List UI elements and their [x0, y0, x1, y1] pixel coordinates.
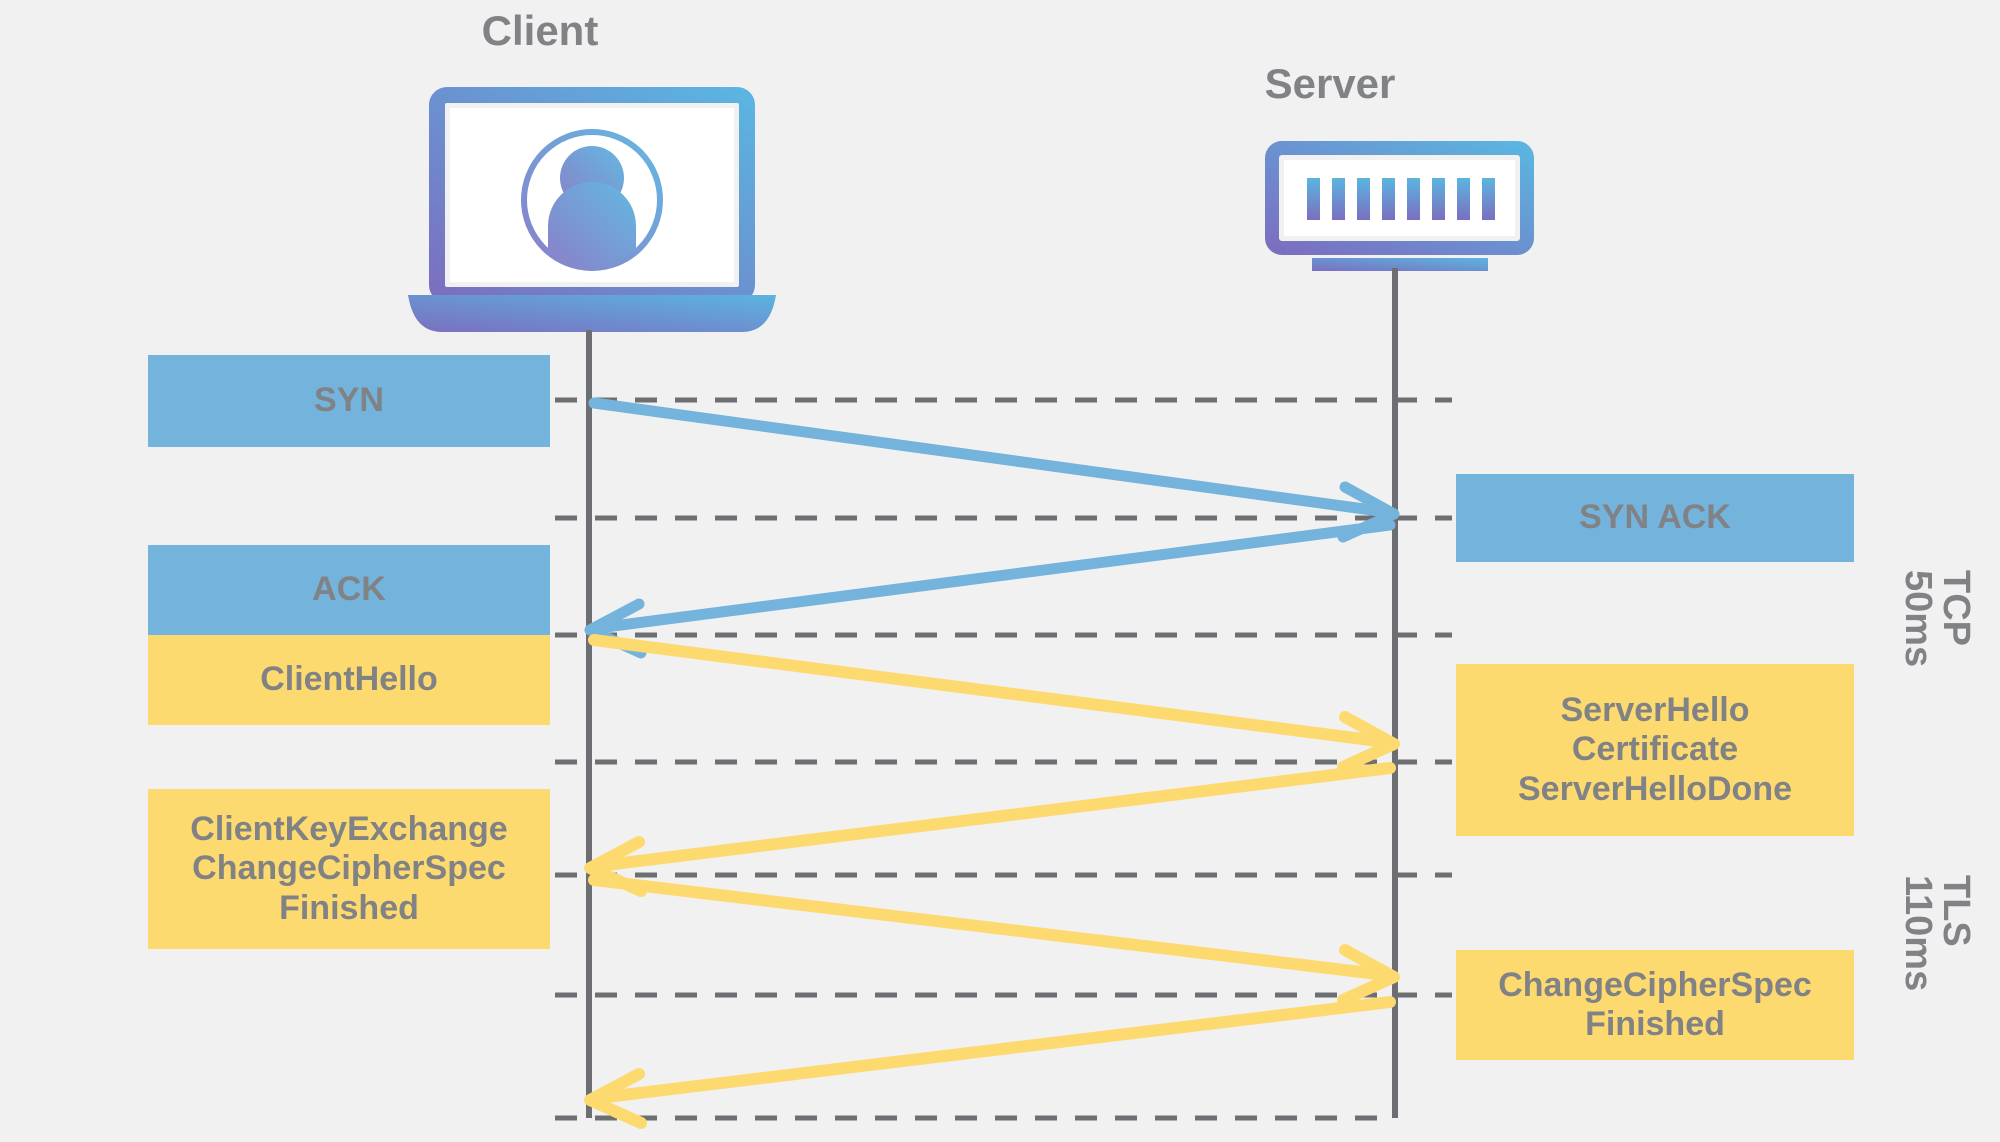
timeline-dashes: [555, 397, 1452, 1121]
client-label: Client: [481, 7, 599, 54]
phase-tls-duration: 110ms: [1897, 875, 1939, 992]
phase-label-tcp: TCP 50ms: [1897, 570, 1977, 668]
message-box-ack-label: ACK: [312, 570, 386, 609]
phase-tcp-duration: 50ms: [1897, 570, 1939, 668]
message-box-ack: ACK: [148, 545, 550, 635]
message-box-synack-label: SYN ACK: [1579, 498, 1731, 537]
arrow-serverhello: [584, 762, 1396, 897]
message-box-clienthello: ClientHello: [148, 635, 550, 725]
message-box-syn: SYN: [148, 355, 550, 447]
server-rack-icon: [1265, 141, 1534, 271]
phase-tcp-name: TCP: [1935, 570, 1977, 646]
arrow-syn: [588, 397, 1400, 543]
server-label: Server: [1264, 60, 1396, 107]
arrow-syn-ack: [584, 519, 1396, 659]
phase-tls-name: TLS: [1935, 875, 1977, 947]
laptop-user-icon: [408, 87, 776, 332]
message-box-syn-label: SYN: [314, 381, 384, 420]
message-box-synack: SYN ACK: [1456, 474, 1854, 562]
message-box-clienthello-label: ClientHello: [260, 660, 438, 699]
arrow-ack-clienthello: [588, 634, 1400, 773]
phase-label-tls: TLS 110ms: [1897, 875, 1977, 992]
arrow-changecipherspec-finished: [584, 996, 1396, 1129]
arrow-clientkeyexchange: [588, 874, 1400, 1006]
